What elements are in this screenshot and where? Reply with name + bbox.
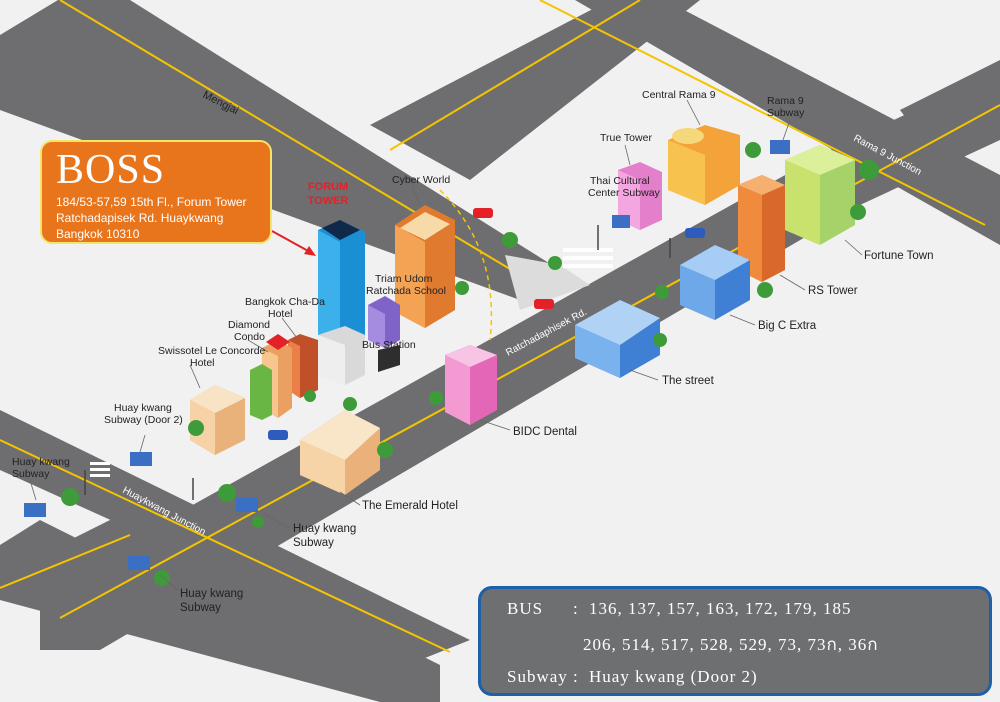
- label-triam-udom-2: Ratchada School: [366, 285, 446, 297]
- car-icon: [268, 208, 705, 440]
- building-cyber-world: [395, 205, 455, 328]
- forum-tower-label-line-1: FORUM: [307, 181, 349, 193]
- road-upper-connector: [370, 0, 700, 180]
- transit-info-box: BUS : 136, 137, 157, 163, 172, 179, 185 …: [478, 586, 992, 696]
- label-thai-cultural-2: Center Subway: [588, 187, 661, 199]
- label-swissotel-2: Hotel: [190, 357, 215, 369]
- boss-address-line-2: Ratchadapisek Rd. Huaykwang: [56, 211, 224, 225]
- label-triam-udom-1: Triam Udom: [375, 273, 433, 285]
- label-big-c-extra: Big C Extra: [758, 320, 817, 332]
- building-swissotel: [190, 385, 245, 455]
- label-true-tower: True Tower: [600, 132, 652, 144]
- subway-separator: :: [573, 667, 579, 686]
- label-huaykwang-left-2: Subway: [12, 468, 50, 480]
- forum-tower-label: FORUM TOWER: [300, 180, 356, 208]
- building-rs-tower: [738, 175, 785, 282]
- boss-address-card: BOSS 184/53-57,59 15th Fl., Forum Tower …: [40, 140, 272, 244]
- tree-icon: [61, 142, 879, 586]
- label-bus-station: Bus Station: [362, 339, 416, 351]
- label-huaykwang-bottom-2: Subway: [180, 602, 221, 614]
- building-bidc-dental: [445, 345, 497, 425]
- label-huaykwang-mid-1: Huay kwang: [293, 523, 356, 535]
- boss-address-line-3: Bangkok 10310: [56, 227, 140, 241]
- building-the-street: [575, 300, 660, 378]
- label-emerald-hotel: The Emerald Hotel: [362, 500, 458, 512]
- building-bus-station: [318, 326, 400, 385]
- label-huaykwang-bottom-1: Huay kwang: [180, 588, 243, 600]
- bus-routes-line-1: 136, 137, 157, 163, 172, 179, 185: [589, 599, 852, 618]
- road-bottom: [0, 510, 440, 702]
- label-swissotel-1: Swissotel Le Concorde: [158, 345, 266, 357]
- label-diamond-condo-1: Diamond: [228, 319, 270, 331]
- label-thai-cultural-1: Thai Cultural: [590, 175, 650, 187]
- building-green-block: [250, 364, 272, 420]
- label-diamond-condo-2: Condo: [234, 331, 265, 343]
- label-the-street: The street: [662, 375, 715, 387]
- label-bangkok-chada-2: Hotel: [268, 308, 293, 320]
- label-huaykwang-mid-2: Subway: [293, 537, 334, 549]
- forum-tower-label-line-2: TOWER: [307, 195, 349, 207]
- label-huaykwang-door2-2: Subway (Door 2): [104, 414, 183, 426]
- label-cyber-world: Cyber World: [392, 174, 450, 186]
- building-central-rama9: [668, 125, 740, 205]
- boss-address-line-1: 184/53-57,59 15th Fl., Forum Tower: [56, 195, 247, 209]
- label-leader-lines: [29, 99, 863, 591]
- label-huaykwang-left-1: Huay kwang: [12, 456, 70, 468]
- road-huaykwang: [0, 410, 470, 660]
- boss-title: BOSS: [56, 147, 166, 193]
- label-fortune-town: Fortune Town: [864, 250, 933, 262]
- label-rama9-subway-1: Rama 9: [767, 95, 804, 107]
- building-forum-tower: [318, 220, 365, 348]
- building-emerald-hotel: [300, 410, 380, 495]
- bus-separator: :: [573, 599, 579, 618]
- label-rama9-subway-2: Subway: [767, 107, 805, 119]
- label-huaykwang-door2-1: Huay kwang: [114, 402, 172, 414]
- subway-label: Subway: [507, 667, 568, 686]
- traffic-light-icon: [84, 225, 671, 500]
- crosswalk: [90, 248, 613, 477]
- arrow-icon: [271, 230, 316, 256]
- building-bangkok-chada-hotel: [288, 334, 318, 398]
- bus-routes-line-2: 206, 514, 517, 528, 529, 73, 73ก, 36ก: [583, 635, 879, 654]
- label-central-rama9: Central Rama 9: [642, 89, 716, 101]
- bus-label: BUS: [507, 599, 544, 618]
- subway-value: Huay kwang (Door 2): [589, 667, 758, 686]
- label-rs-tower: RS Tower: [808, 285, 858, 297]
- building-big-c-extra: [680, 245, 750, 320]
- subway-entrance-icon: [24, 140, 790, 570]
- building-fortune-town: [785, 145, 855, 245]
- plaza-block: [505, 255, 590, 310]
- building-triam-udom: [368, 296, 400, 348]
- label-bidc-dental: BIDC Dental: [513, 426, 577, 438]
- label-bangkok-chada-1: Bangkok Cha-Da: [245, 296, 325, 308]
